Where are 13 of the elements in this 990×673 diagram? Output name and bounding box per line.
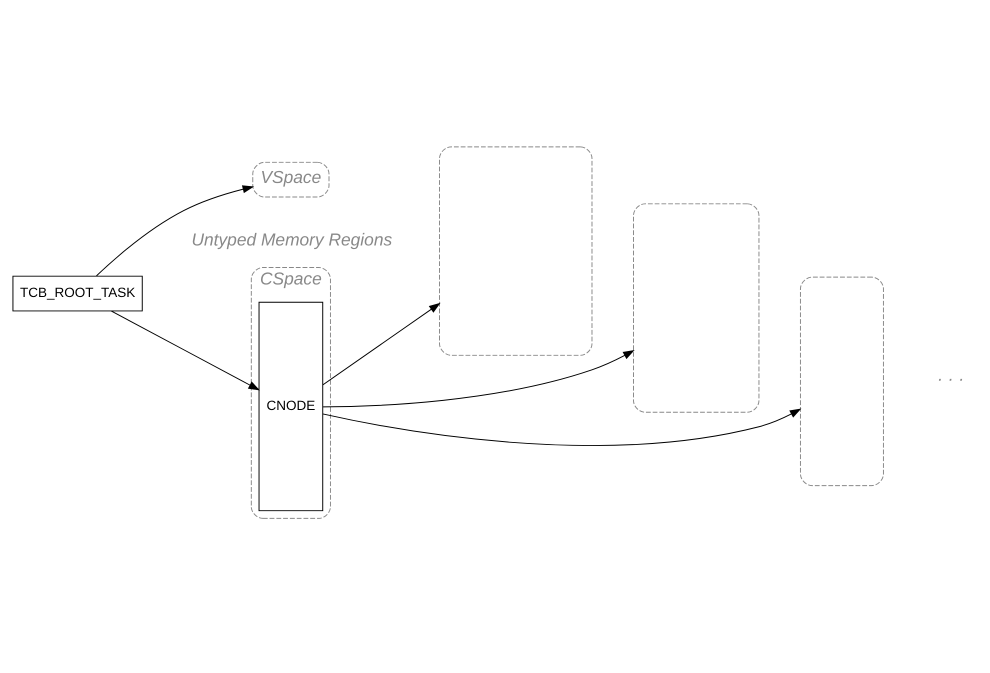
node-box: CNODE bbox=[258, 302, 324, 512]
node-box: TCB_ROOT_TASK bbox=[12, 276, 143, 312]
arrow bbox=[110, 310, 260, 390]
arrow bbox=[322, 350, 635, 408]
arrow bbox=[322, 302, 441, 386]
node-box bbox=[800, 276, 884, 486]
node-box: VSpace bbox=[252, 162, 330, 198]
node-box bbox=[633, 203, 760, 413]
label: Untyped Memory Regions bbox=[191, 230, 392, 250]
arrow bbox=[96, 185, 254, 276]
node-box bbox=[439, 146, 592, 356]
label: · · · bbox=[937, 368, 964, 389]
arrow bbox=[322, 408, 802, 446]
